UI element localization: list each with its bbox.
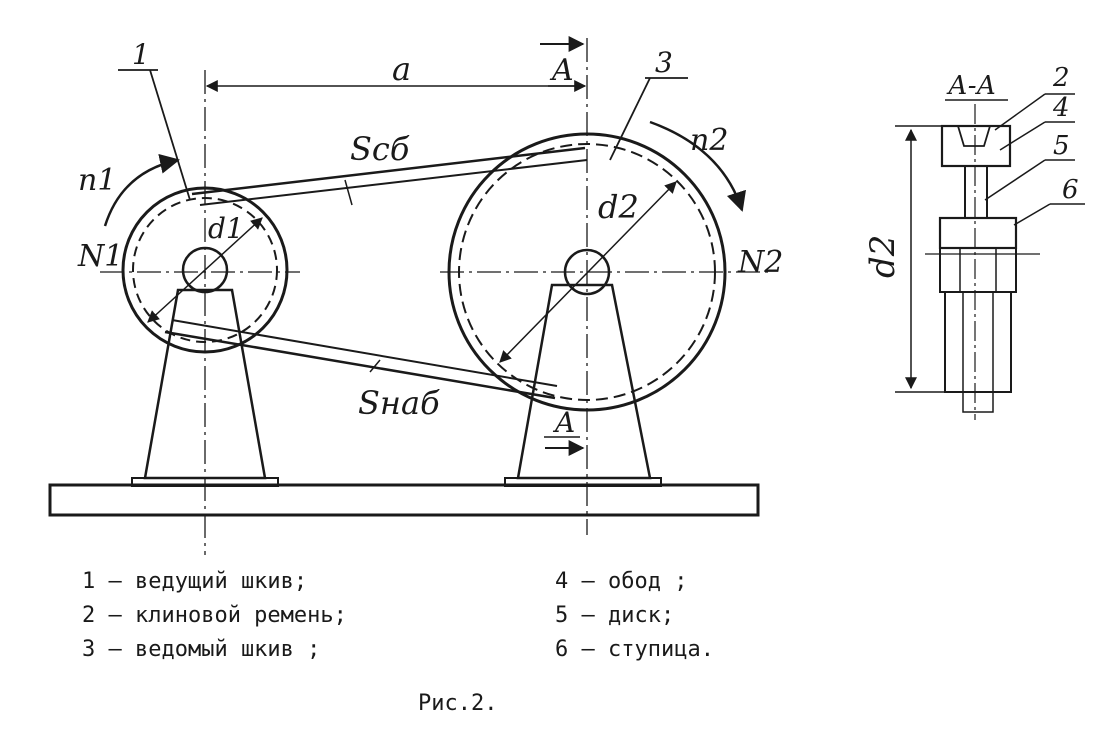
- leader-1: [118, 69, 191, 201]
- legend-item-2: 2 – клиновой ремень;: [82, 603, 347, 628]
- label-part-6: 6: [1062, 175, 1079, 205]
- v-belt: [164, 146, 588, 400]
- dimension-d2: [499, 181, 677, 363]
- label-part-5: 5: [1053, 131, 1070, 161]
- label-a: a: [392, 50, 411, 88]
- leader-3: [609, 77, 688, 161]
- label-N1: N1: [77, 239, 123, 274]
- label-part-1: 1: [132, 38, 150, 71]
- label-d1: d1: [208, 212, 244, 245]
- dimension-d1: [147, 217, 263, 323]
- legend: 1 – ведущий шкив; 2 – клиновой ремень; 3…: [82, 569, 714, 662]
- legend-item-4: 4 – обод ;: [555, 569, 687, 594]
- legend-item-3: 3 – ведомый шкив ;: [82, 637, 320, 662]
- label-d2: d2: [598, 188, 639, 226]
- label-section-title: А-А: [946, 71, 996, 101]
- label-tight-tension: Sнаб: [358, 384, 440, 422]
- label-section-d2: d2: [863, 235, 903, 278]
- label-section-bottom: A: [552, 406, 575, 439]
- label-slack-tension: Sсб: [350, 130, 410, 168]
- label-n1: n1: [78, 163, 116, 198]
- legend-item-1: 1 – ведущий шкив;: [82, 569, 307, 594]
- label-part-2: 2: [1052, 63, 1070, 93]
- label-part-3: 3: [655, 46, 673, 79]
- rotation-arrow-n2: [649, 120, 746, 212]
- label-n2: n2: [690, 123, 728, 158]
- section-view: [895, 93, 1085, 420]
- base-plate: [48, 483, 760, 517]
- legend-item-6: 6 – ступица.: [555, 637, 714, 662]
- label-part-4: 4: [1052, 93, 1070, 123]
- section-mark-bottom: [544, 436, 585, 456]
- figure-caption: Рис.2.: [418, 691, 497, 716]
- label-N2: N2: [737, 245, 783, 280]
- legend-item-5: 5 – диск;: [555, 603, 674, 628]
- label-section-top: A: [549, 53, 574, 88]
- rotation-arrow-n1: [103, 154, 180, 227]
